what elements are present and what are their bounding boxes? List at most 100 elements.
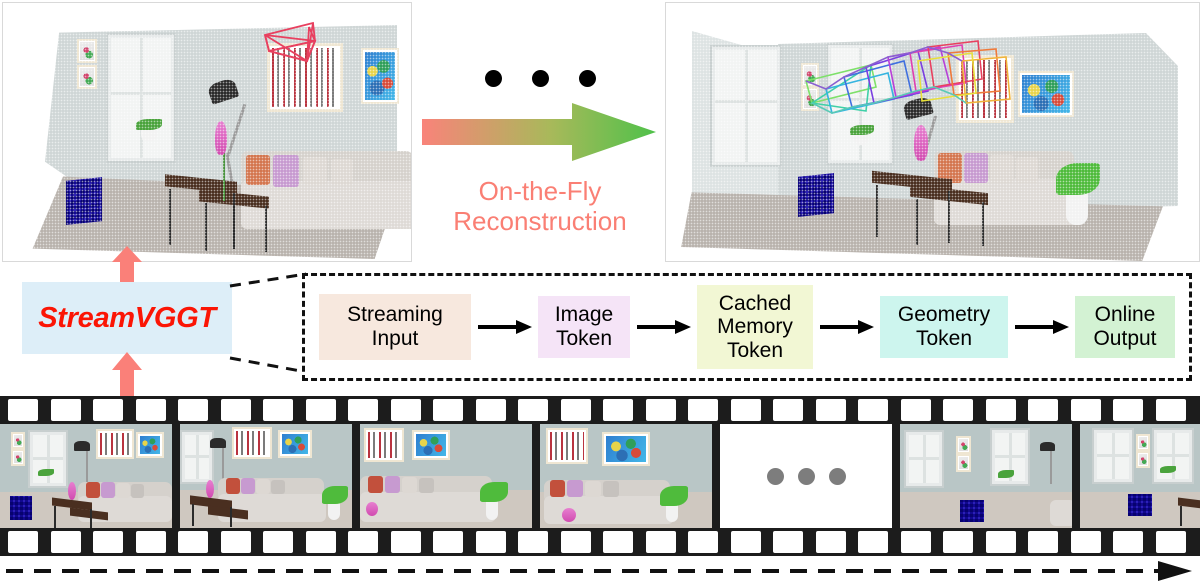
pipeline-panel: Streaming Input Image Token Cached Memor… (302, 273, 1192, 381)
filmstrip-frame[interactable] (0, 424, 172, 528)
filmstrip-perforation (220, 531, 251, 553)
filmstrip-frame[interactable] (900, 424, 1072, 528)
pipeline-step-label-line1: Cached (718, 291, 792, 315)
streamvggt-label: StreamVGGT (38, 301, 216, 334)
filmstrip-perforation (645, 399, 676, 421)
pipeline-step-label-line2: Token (915, 327, 973, 350)
filmstrip-frame[interactable] (360, 424, 532, 528)
reconstruction-panel-partial (2, 2, 412, 262)
pipeline-step-label-line2: Memory (717, 315, 793, 339)
pipeline-step-label-line2: Token (555, 327, 613, 350)
on-the-fly-label-line1: On-the-Fly (478, 176, 602, 206)
ellipsis-dot-icon (766, 467, 784, 485)
on-the-fly-label: On-the-Fly Reconstruction (420, 176, 660, 237)
filmstrip-perforation (560, 531, 591, 553)
filmstrip-perforation (858, 531, 888, 553)
filmstrip-frame[interactable] (540, 424, 712, 528)
filmstrip-perforation (263, 531, 293, 553)
filmstrip-perforation (773, 399, 803, 421)
on-the-fly-arrow-group: On-the-Fly Reconstruction (420, 70, 660, 237)
filmstrip-perforation (900, 399, 931, 421)
filmstrip-perforation (93, 531, 123, 553)
filmstrip-perforation (93, 399, 123, 421)
filmstrip-perforation (135, 531, 166, 553)
filmstrip-perforation (348, 531, 378, 553)
pipeline-step-label-line1: Image (554, 303, 614, 327)
filmstrip-perforation (730, 399, 761, 421)
pipeline-step-online-output[interactable]: Online Output (1075, 296, 1175, 358)
filmstrip-perforation (1028, 531, 1058, 553)
pipeline-step-label-line1: Geometry (897, 303, 991, 327)
filmstrip-perforation (305, 399, 336, 421)
pipeline-step-label-line2: Input (371, 327, 419, 350)
filmstrip-perforation (603, 531, 633, 553)
streamvggt-module[interactable]: StreamVGGT (22, 282, 232, 354)
filmstrip-frame-blank[interactable] (720, 424, 892, 528)
filmstrip-perforation (8, 399, 38, 421)
filmstrip-perforation (1113, 531, 1143, 553)
point-cloud-scene-partial (3, 3, 411, 261)
filmstrip-perforation (645, 531, 676, 553)
gradient-arrow-icon (422, 103, 656, 161)
filmstrip-perforations-top (0, 399, 1200, 421)
filmstrip-perforation (50, 531, 81, 553)
filmstrip-perforation (773, 531, 803, 553)
ellipsis-dot-icon (828, 467, 846, 485)
filmstrip-perforation (560, 399, 591, 421)
pipeline-step-streaming-input[interactable]: Streaming Input (319, 294, 471, 360)
timeline-arrow (6, 561, 1192, 581)
filmstrip-perforation (730, 531, 761, 553)
pipeline-step-image-token[interactable]: Image Token (538, 296, 630, 358)
filmstrip-perforation (1155, 531, 1186, 553)
ellipsis-dots-icon (420, 70, 660, 87)
filmstrip-perforation (475, 531, 506, 553)
filmstrip-perforation (178, 531, 208, 553)
arrow-up-to-reconstruction-icon (112, 246, 142, 286)
pipeline-arrow-4-icon (1014, 320, 1069, 334)
pipeline-step-label-line1: Streaming (347, 303, 443, 327)
filmstrip-perforation (815, 531, 846, 553)
filmstrip-perforation (305, 531, 336, 553)
pipeline-step-label-line2: Output (1093, 327, 1157, 350)
filmstrip-perforation (433, 399, 463, 421)
filmstrip-perforation (900, 531, 931, 553)
filmstrip-perforation (8, 531, 38, 553)
pipeline-arrow-3-icon (819, 320, 874, 334)
filmstrip-perforation (263, 399, 293, 421)
reconstruction-panel-full (665, 2, 1200, 262)
pipeline-step-label-line1: Online (1094, 303, 1156, 327)
filmstrip-perforation (518, 399, 548, 421)
filmstrip-frame[interactable] (180, 424, 352, 528)
filmstrip-perforation (943, 399, 973, 421)
filmstrip-perforation (475, 399, 506, 421)
filmstrip-frame[interactable] (1080, 424, 1200, 528)
filmstrip-perforation (1155, 399, 1186, 421)
filmstrip-perforation (688, 399, 718, 421)
filmstrip-perforations-bottom (0, 531, 1200, 553)
filmstrip-perforation (985, 399, 1016, 421)
filmstrip-perforation (985, 531, 1016, 553)
filmstrip-perforation (815, 399, 846, 421)
filmstrip-perforation (1113, 399, 1143, 421)
filmstrip-perforation (433, 531, 463, 553)
filmstrip-perforation (50, 399, 81, 421)
zoom-connector-lines (229, 272, 307, 374)
point-cloud-scene-full (666, 3, 1199, 261)
filmstrip-perforation (1070, 399, 1101, 421)
filmstrip-perforation (518, 531, 548, 553)
arrow-up-from-filmstrip-icon (112, 352, 142, 400)
filmstrip-perforation (943, 531, 973, 553)
ellipsis-dot-icon (797, 467, 815, 485)
filmstrip-perforation (858, 399, 888, 421)
filmstrip (0, 396, 1200, 556)
pipeline-step-cached-memory-token[interactable]: Cached Memory Token (697, 285, 813, 369)
pipeline-arrow-2-icon (636, 320, 691, 334)
filmstrip-perforation (688, 531, 718, 553)
pipeline-arrow-1-icon (477, 320, 532, 334)
pipeline-step-geometry-token[interactable]: Geometry Token (880, 296, 1008, 358)
pipeline-step-label-line3: Token (726, 338, 784, 362)
filmstrip-perforation (603, 399, 633, 421)
filmstrip-perforation (348, 399, 378, 421)
filmstrip-perforation (135, 399, 166, 421)
filmstrip-perforation (1028, 399, 1058, 421)
